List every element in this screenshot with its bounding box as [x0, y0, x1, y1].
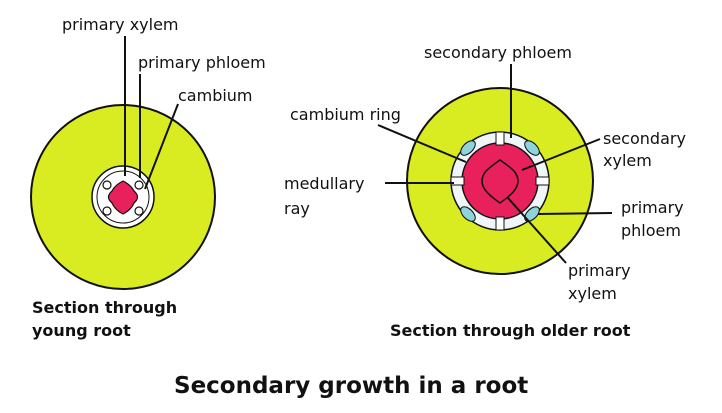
young-root-phloem-patch	[134, 180, 144, 190]
older-primary-xylem-leader	[507, 197, 567, 264]
label-medullary-line2: ray	[284, 199, 310, 218]
label-primary-phloem-line2: phloem	[621, 221, 681, 240]
young-root-phloem-patch	[134, 206, 144, 216]
label-secondary-xylem-line2: xylem	[603, 151, 652, 170]
label-primary-xylem: primary xylem	[62, 15, 179, 34]
label-primary-xylem-line1: primary	[568, 261, 631, 280]
older-root-caption: Section through older root	[390, 321, 631, 340]
label-secondary-phloem: secondary phloem	[424, 43, 572, 62]
secondary-xylem-leader	[521, 138, 601, 171]
label-primary-phloem-line1: primary	[621, 198, 684, 217]
label-medullary-line1: medullary	[284, 174, 364, 193]
young-root-primary-xylem	[107, 180, 139, 215]
older-primary-phloem-patch	[524, 206, 540, 222]
older-root-section: secondary phloem cambium ring medullary …	[284, 43, 686, 340]
cambium-ring-leader	[377, 124, 467, 163]
older-primary-phloem-patch	[524, 140, 540, 156]
older-primary-xylem	[481, 159, 519, 204]
diagram-title: Secondary growth in a root	[174, 373, 528, 399]
label-primary-xylem-line2: xylem	[568, 284, 617, 303]
label-cambium-ring: cambium ring	[290, 105, 401, 124]
medullary-ray	[450, 176, 465, 186]
young-root-caption-line2: young root	[32, 321, 131, 340]
medullary-ray	[495, 131, 505, 146]
medullary-ray	[495, 216, 505, 231]
label-secondary-xylem-line1: secondary	[603, 129, 686, 148]
label-primary-phloem: primary phloem	[138, 53, 266, 72]
young-root-section: primary xylem primary phloem cambium Sec…	[30, 15, 266, 340]
older-primary-phloem-patch	[460, 206, 476, 222]
older-primary-phloem-patch	[460, 140, 476, 156]
cambium-leader	[144, 103, 179, 190]
young-root-caption-line1: Section through	[32, 298, 177, 317]
older-primary-phloem-leader	[537, 212, 613, 215]
medullary-ray	[535, 176, 550, 186]
label-cambium: cambium	[178, 86, 253, 105]
young-root-cambium	[96, 170, 150, 224]
young-root-phloem-patch	[102, 180, 112, 190]
young-root-phloem-patch	[102, 206, 112, 216]
